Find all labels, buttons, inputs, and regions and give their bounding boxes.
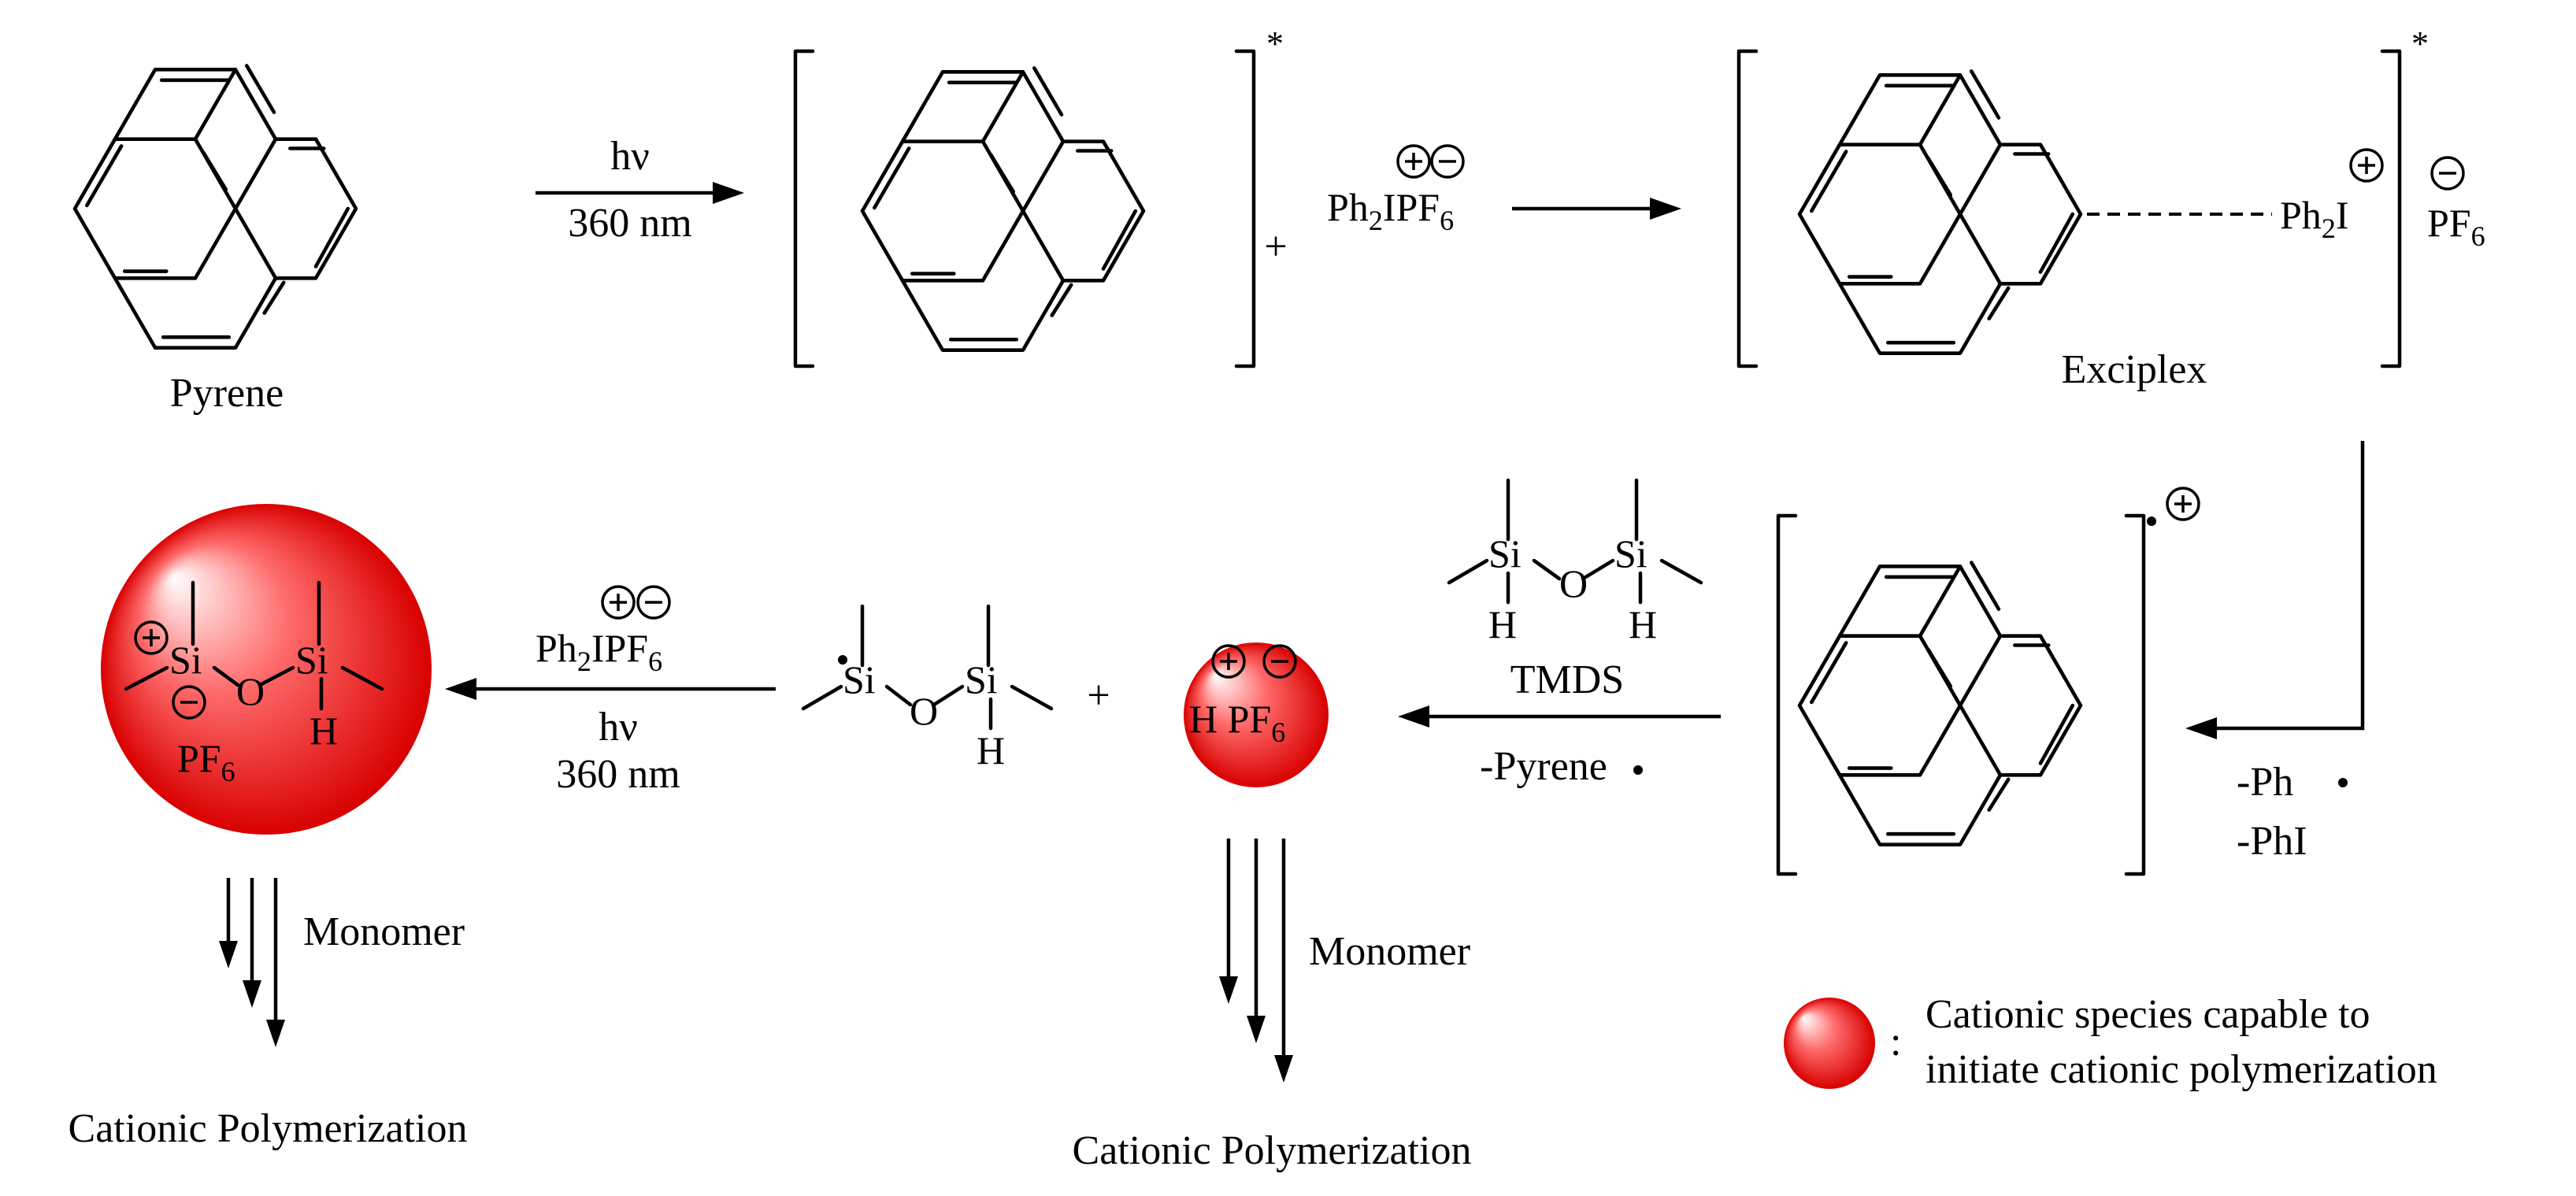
svg-text:Ph2I: Ph2I <box>2280 193 2348 244</box>
exciplex-star: * <box>2411 24 2429 63</box>
electron-transfer-arrow: -Ph -PhI <box>2185 441 2365 864</box>
monomer-label-center: Monomer <box>1309 929 1470 974</box>
cationic-polymerization-center: Cationic Polymerization <box>1073 1128 1472 1173</box>
legend: : Cationic species capable to initiate c… <box>1784 992 2437 1092</box>
protic-acid-sphere: H PF6 <box>1184 642 1329 787</box>
svg-text:O: O <box>236 669 265 713</box>
photoexcitation-arrow: hν 360 nm <box>536 134 744 246</box>
monomer-arrows-left: Monomer <box>219 878 465 1047</box>
minus-ph-label: -Ph <box>2237 760 2293 805</box>
svg-text:Si: Si <box>295 638 328 682</box>
svg-text:Si: Si <box>169 638 202 682</box>
pyrene-label: Pyrene <box>170 371 284 416</box>
cationic-polymerization-left: Cationic Polymerization <box>69 1106 468 1151</box>
svg-text:Si: Si <box>1488 531 1522 576</box>
svg-text:Si: Si <box>1614 531 1648 576</box>
hv-label: hν <box>610 134 650 179</box>
svg-text:Si: Si <box>843 657 876 702</box>
svg-text:H: H <box>977 728 1005 772</box>
radical-dot <box>2147 517 2156 526</box>
svg-text:H PF6: H PF6 <box>1189 697 1285 748</box>
svg-text:Si: Si <box>965 657 998 702</box>
oxidation-arrow: Ph2IPF6 hν 360 nm <box>445 585 776 797</box>
exciplex-arrow <box>1512 198 1681 220</box>
tmds-label: TMDS <box>1510 657 1624 702</box>
svg-text:O: O <box>910 689 938 733</box>
hv-label-2: hν <box>599 705 638 750</box>
pyrene-structure <box>72 64 358 350</box>
monomer-arrows-center: Monomer <box>1219 839 1470 1083</box>
svg-text:PF6: PF6 <box>2427 201 2485 252</box>
svg-text:H: H <box>309 709 338 753</box>
silyl-radical: Si O Si H <box>801 604 1054 772</box>
exciplex-label: Exciplex <box>2062 347 2207 392</box>
hydrogen-abstraction-arrow: -Pyrene <box>1398 705 1721 789</box>
wavelength-label-2: 360 nm <box>556 752 680 797</box>
iodonium-salt: Ph2IPF6 <box>1327 144 1465 236</box>
pyrene-radical-cation <box>1776 487 2200 876</box>
svg-text:PF6: PF6 <box>177 736 235 787</box>
tmds-structure: Si O Si H H TMDS <box>1447 478 1703 702</box>
monomer-label-left: Monomer <box>303 909 465 954</box>
svg-text:H: H <box>1488 602 1517 646</box>
minus-pyrene-label: -Pyrene <box>1480 744 1607 789</box>
svg-text:H: H <box>1629 602 1657 646</box>
excited-pyrene: * <box>793 24 1284 368</box>
legend-sphere <box>1784 998 1875 1089</box>
silylium-sphere: Si O Si H PF6 <box>101 504 432 835</box>
legend-line-2: initiate cationic polymerization <box>1926 1047 2437 1092</box>
legend-colon: : <box>1890 1020 1901 1065</box>
wavelength-label: 360 nm <box>568 201 691 246</box>
svg-text:Ph2IPF6: Ph2IPF6 <box>536 626 662 677</box>
legend-line-1: Cationic species capable to <box>1926 992 2370 1037</box>
exciplex: Ph2I * PF6 <box>1736 24 2485 368</box>
svg-text:O: O <box>1559 561 1588 605</box>
excited-star: * <box>1266 24 1284 63</box>
plus-sign: + <box>1264 224 1287 269</box>
svg-text:Ph2IPF6: Ph2IPF6 <box>1327 185 1454 236</box>
plus-sign-2: + <box>1087 673 1110 718</box>
minus-phi-label: -PhI <box>2237 819 2307 864</box>
